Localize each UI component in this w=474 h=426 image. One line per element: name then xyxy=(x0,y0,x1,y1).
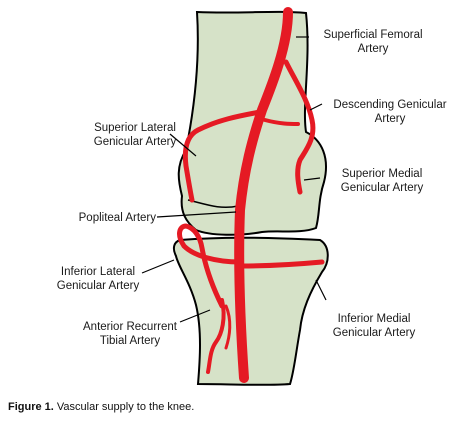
label-popliteal-artery: Popliteal Artery xyxy=(40,211,156,225)
label-line-1: Descending Genicular xyxy=(333,99,447,111)
caption-prefix: Figure 1. xyxy=(8,401,54,413)
arteries xyxy=(177,7,325,383)
label-line-2: Genicular Artery xyxy=(340,182,424,194)
anterior-recurrent-tibial-branch xyxy=(224,304,232,350)
label-line-2: Artery xyxy=(357,43,389,55)
superficial-femoral-artery xyxy=(234,7,293,383)
label-line-1: Superficial Femoral xyxy=(323,29,423,41)
label-line-1: Anterior Recurrent xyxy=(83,321,177,333)
label-inferior-lateral-genicular-artery: Inferior Lateral Genicular Artery xyxy=(38,265,158,293)
label-inferior-medial-genicular-artery: Inferior Medial Genicular Artery xyxy=(314,312,434,340)
superior-medial-genicular-artery xyxy=(263,118,300,126)
label-line-1: Superior Lateral xyxy=(94,122,176,134)
caption-text: Vascular supply to the knee. xyxy=(53,401,195,413)
tibia-bone xyxy=(172,236,329,386)
label-line-1: Inferior Medial xyxy=(337,313,411,325)
label-line-2: Genicular Artery xyxy=(332,327,416,339)
label-descending-genicular-artery: Descending Genicular Artery xyxy=(320,98,460,126)
label-line-1: Popliteal Artery xyxy=(78,212,156,224)
label-superficial-femoral-artery: Superficial Femoral Artery xyxy=(308,28,438,56)
superior-lateral-genicular-artery xyxy=(182,109,263,203)
label-line-2: Genicular Artery xyxy=(56,280,140,292)
label-line-2: Artery xyxy=(374,113,406,125)
inferior-lateral-genicular-artery xyxy=(177,223,243,309)
leader-lines xyxy=(141,36,327,323)
label-line-1: Inferior Lateral xyxy=(60,266,136,278)
descending-genicular-artery xyxy=(283,59,316,195)
label-line-2: Tibial Artery xyxy=(99,335,161,347)
label-superior-lateral-genicular-artery: Superior Lateral Genicular Artery xyxy=(74,121,196,149)
femur-bone xyxy=(177,10,327,236)
inferior-medial-genicular-artery xyxy=(239,259,325,269)
label-superior-medial-genicular-artery: Superior Medial Genicular Artery xyxy=(322,167,442,195)
anterior-recurrent-tibial-artery xyxy=(206,298,226,374)
label-anterior-recurrent-tibial-artery: Anterior Recurrent Tibial Artery xyxy=(70,320,190,348)
label-line-2: Genicular Artery xyxy=(93,136,177,148)
label-line-1: Superior Medial xyxy=(341,168,423,180)
figure-caption: Figure 1. Vascular supply to the knee. xyxy=(8,401,194,413)
